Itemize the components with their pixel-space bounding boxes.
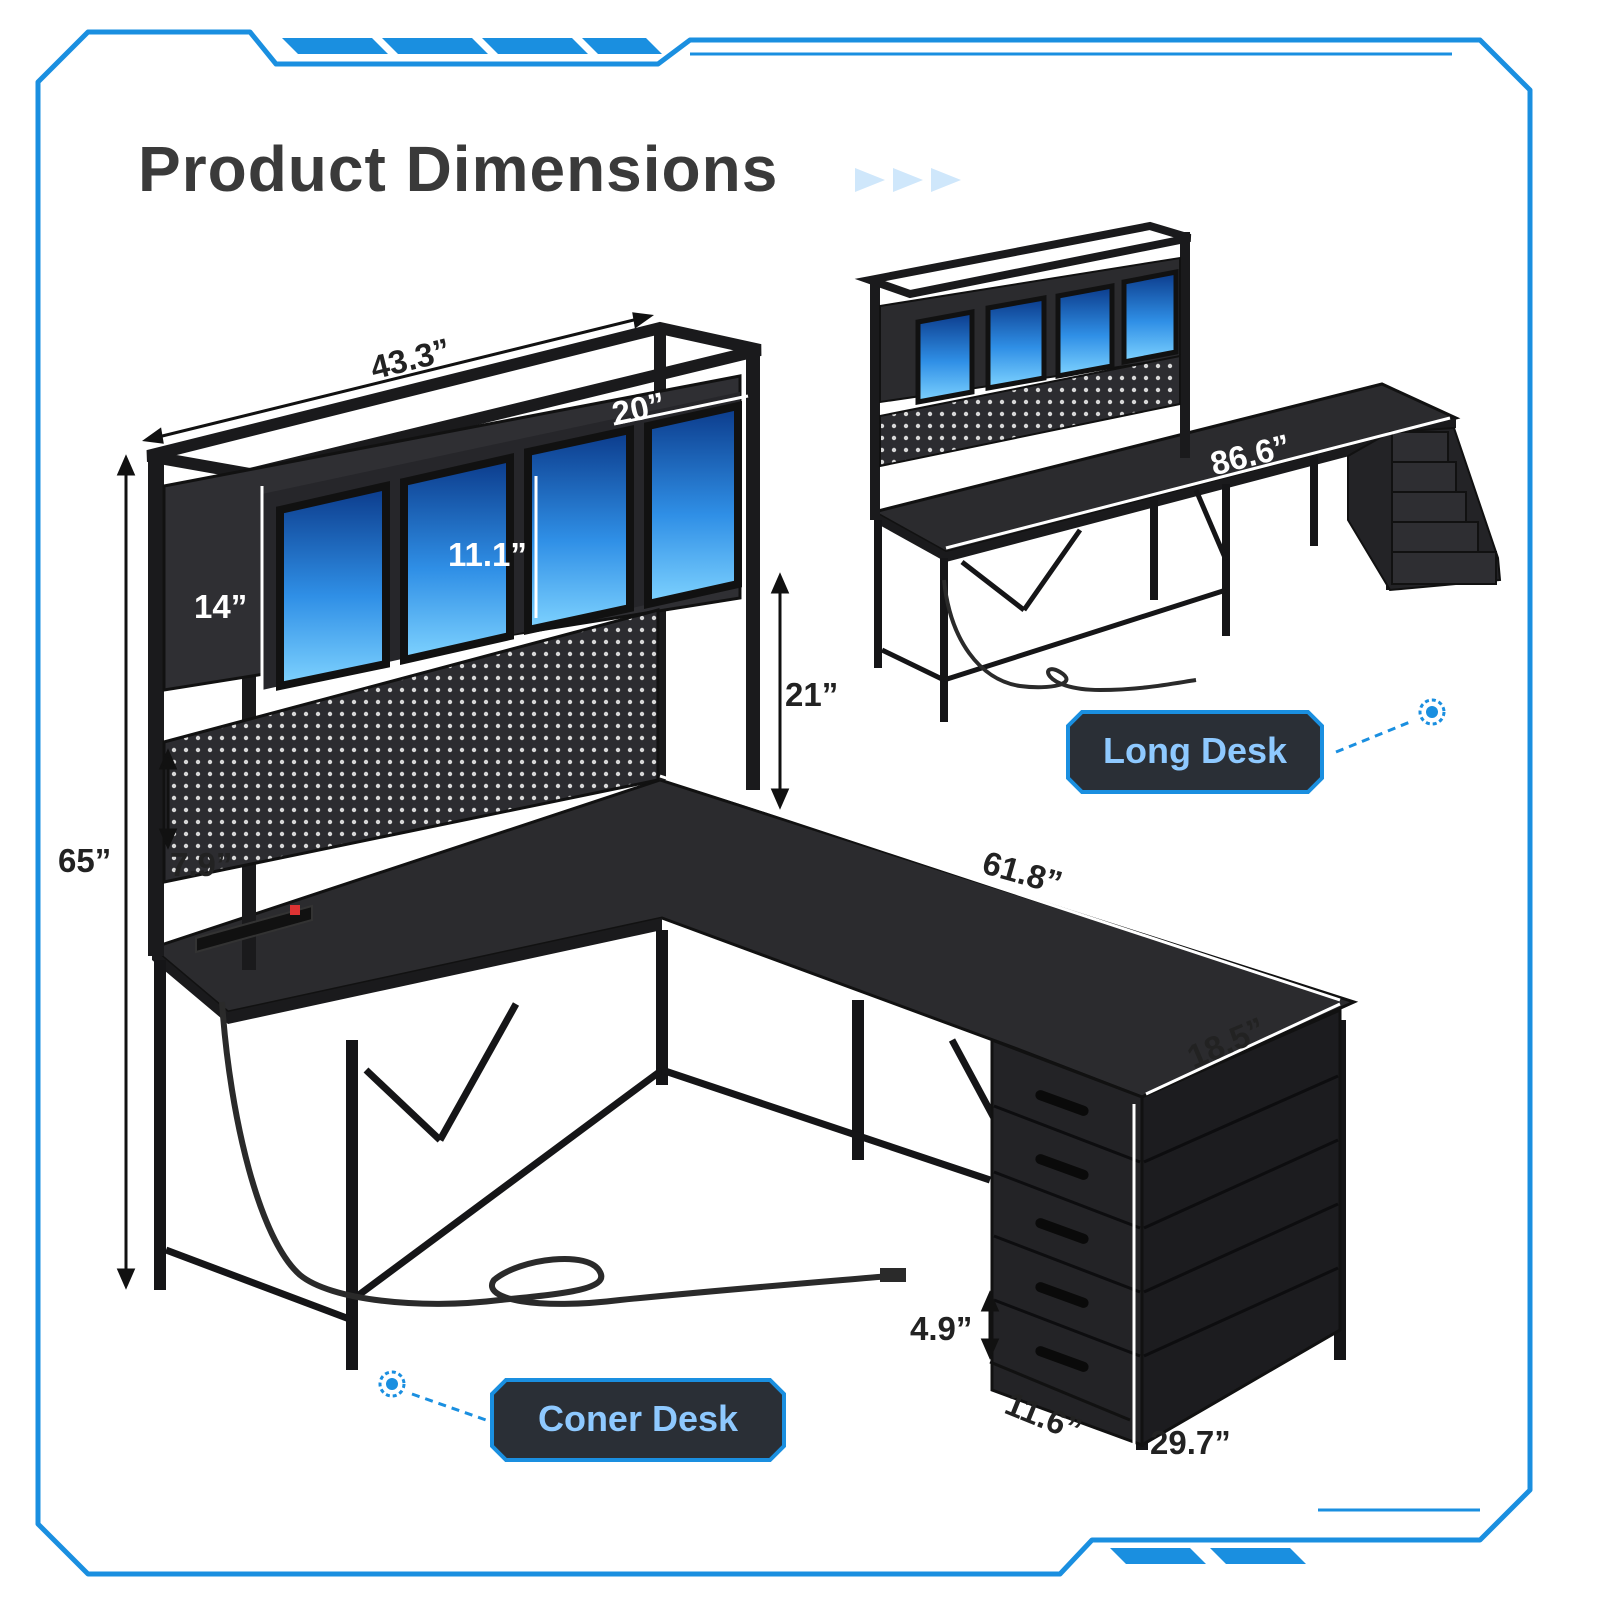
long-desk-illustration — [854, 221, 1502, 722]
corner-desk-label: Coner Desk — [537, 1398, 739, 1439]
dimension-arrows — [116, 312, 1451, 1456]
page-title: Product Dimensions — [138, 133, 779, 205]
corner-desk-illustration — [146, 321, 1359, 1450]
dim-drawer-height: 4.9” — [910, 1310, 973, 1347]
corner-desk-badge — [378, 1370, 786, 1462]
dim-total-height: 65” — [58, 842, 112, 879]
long-desk-label: Long Desk — [1102, 730, 1288, 771]
dim-pegboard-height: 7.9” — [170, 846, 233, 883]
tech-frame — [35, 29, 1533, 1577]
dim-cabinet-height: 14” — [194, 588, 248, 625]
frame-dash-blocks — [282, 38, 1306, 1564]
long-desk-badge — [1066, 698, 1446, 794]
dim-desk-height: 29.7” — [1150, 1424, 1231, 1461]
title-arrow-icons — [855, 168, 961, 192]
dim-hutch-height: 21” — [785, 676, 839, 713]
dim-cabinet-height-inner: 11.1” — [448, 536, 527, 573]
